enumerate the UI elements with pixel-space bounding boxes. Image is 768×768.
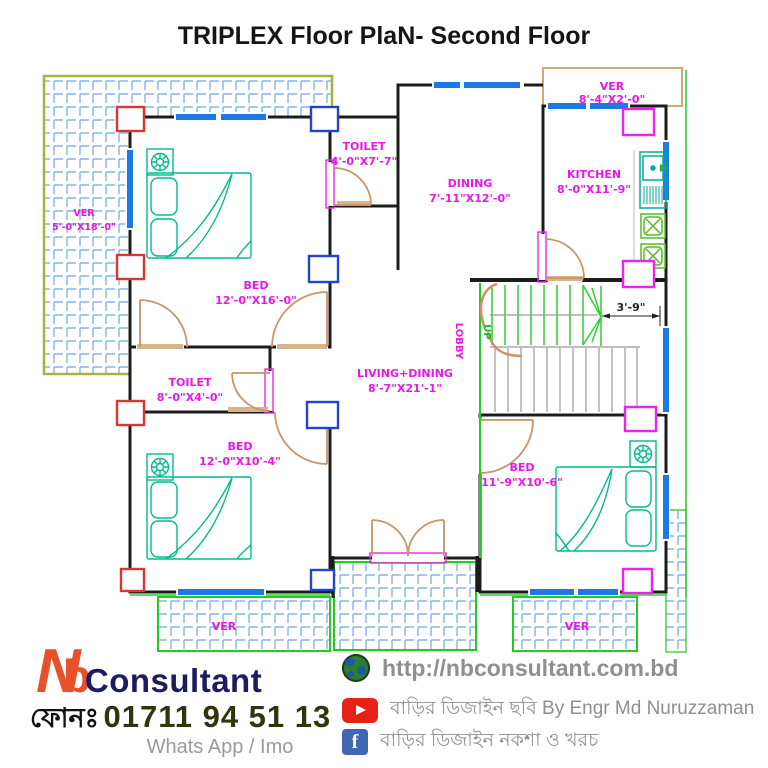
- label-ver-top: VER: [600, 80, 625, 93]
- label-ver-bl: VER: [212, 620, 237, 633]
- columns: [115, 105, 658, 595]
- website-url: http://nbconsultant.com.bd: [382, 654, 679, 681]
- label-up: UP: [481, 324, 492, 339]
- phone-row: ফোনঃ 01711 94 51 13: [30, 698, 330, 743]
- footer: NbConsultant ফোনঃ 01711 94 51 13 Whats A…: [0, 641, 768, 768]
- label-toilet1: TOILET: [343, 140, 386, 153]
- bed3-symbol: [555, 440, 657, 552]
- label-kitchen-dims: 8'-0"X11'-9": [557, 183, 631, 196]
- youtube-text: বাড়ির ডিজাইন ছবি By Engr Md Nuruzzaman: [390, 698, 755, 719]
- logo-text: Consultant: [84, 662, 263, 699]
- label-ver-top-dims: 8'-4"X2'-0": [579, 93, 645, 106]
- label-bed1: BED: [243, 279, 268, 292]
- label-dining: DINING: [448, 177, 493, 190]
- stairs: 3'-9": [479, 282, 661, 558]
- label-bed3-dims: 11'-9"X10'-6": [481, 476, 563, 489]
- stair-dimension: 3'-9": [602, 301, 661, 326]
- youtube-row: বাড়ির ডিজাইন ছবি By Engr Md Nuruzzaman: [342, 694, 754, 726]
- bed1-symbol: [146, 148, 252, 259]
- label-toilet2-dims: 8'-0"X4'-0": [157, 391, 223, 404]
- doors: [139, 167, 585, 557]
- furniture: [146, 148, 657, 560]
- label-ver-left-dims: 5'-0"X18'-0": [52, 222, 116, 233]
- messaging-note: Whats App / Imo: [146, 736, 294, 758]
- columns-blue: [305, 105, 340, 592]
- facebook-row: f বাড়ির ডিজাইন নকশা ও খরচ: [342, 726, 598, 758]
- logo-letter-b: b: [62, 650, 91, 702]
- windows: [125, 80, 670, 596]
- label-bed2: BED: [227, 440, 252, 453]
- stair-dim-label: 3'-9": [617, 301, 646, 314]
- walls: [128, 67, 683, 598]
- youtube-icon: [342, 697, 378, 723]
- balcony-bottom-right: [512, 596, 638, 652]
- label-bed1-dims: 12'-0"X16'-0": [215, 294, 297, 307]
- label-toilet1-dims: 4'-0"X7'-7": [331, 155, 397, 168]
- columns-magenta: [621, 107, 658, 595]
- balcony-bottom-left: [157, 596, 331, 652]
- label-lobby: LOBBY: [453, 323, 464, 360]
- label-ver-left: VER: [73, 208, 95, 219]
- facebook-icon: f: [342, 729, 368, 755]
- bed2-symbol: [146, 453, 252, 560]
- room-labels: VER 5'-0"X18'-0" TOILET 4'-0"X7'-7" DINI…: [52, 80, 645, 633]
- phone-label: ফোনঃ: [30, 703, 100, 733]
- nb-consultant-logo: NbConsultant: [36, 641, 263, 706]
- columns-red: [115, 105, 146, 593]
- logo-letter-n: N: [36, 637, 81, 706]
- label-dining-dims: 7'-11"X12'-0": [429, 192, 511, 205]
- website-row: http://nbconsultant.com.bd: [342, 654, 678, 682]
- facebook-text: বাড়ির ডিজাইন নকশা ও খরচ: [380, 730, 599, 751]
- label-kitchen: KITCHEN: [567, 168, 621, 181]
- label-ver-br: VER: [565, 620, 590, 633]
- label-bed2-dims: 12'-0"X10'-4": [199, 455, 281, 468]
- label-living: LIVING+DINING: [357, 367, 453, 380]
- label-toilet2: TOILET: [169, 376, 212, 389]
- balcony-bottom-middle: [333, 561, 477, 651]
- plan-title: TRIPLEX Floor PlaN- Second Floor: [177, 22, 591, 50]
- label-bed3: BED: [509, 461, 534, 474]
- phone-number: 01711 94 51 13: [103, 699, 332, 734]
- globe-icon: [342, 654, 370, 682]
- label-living-dims: 8'-7"X21'-1": [368, 382, 442, 395]
